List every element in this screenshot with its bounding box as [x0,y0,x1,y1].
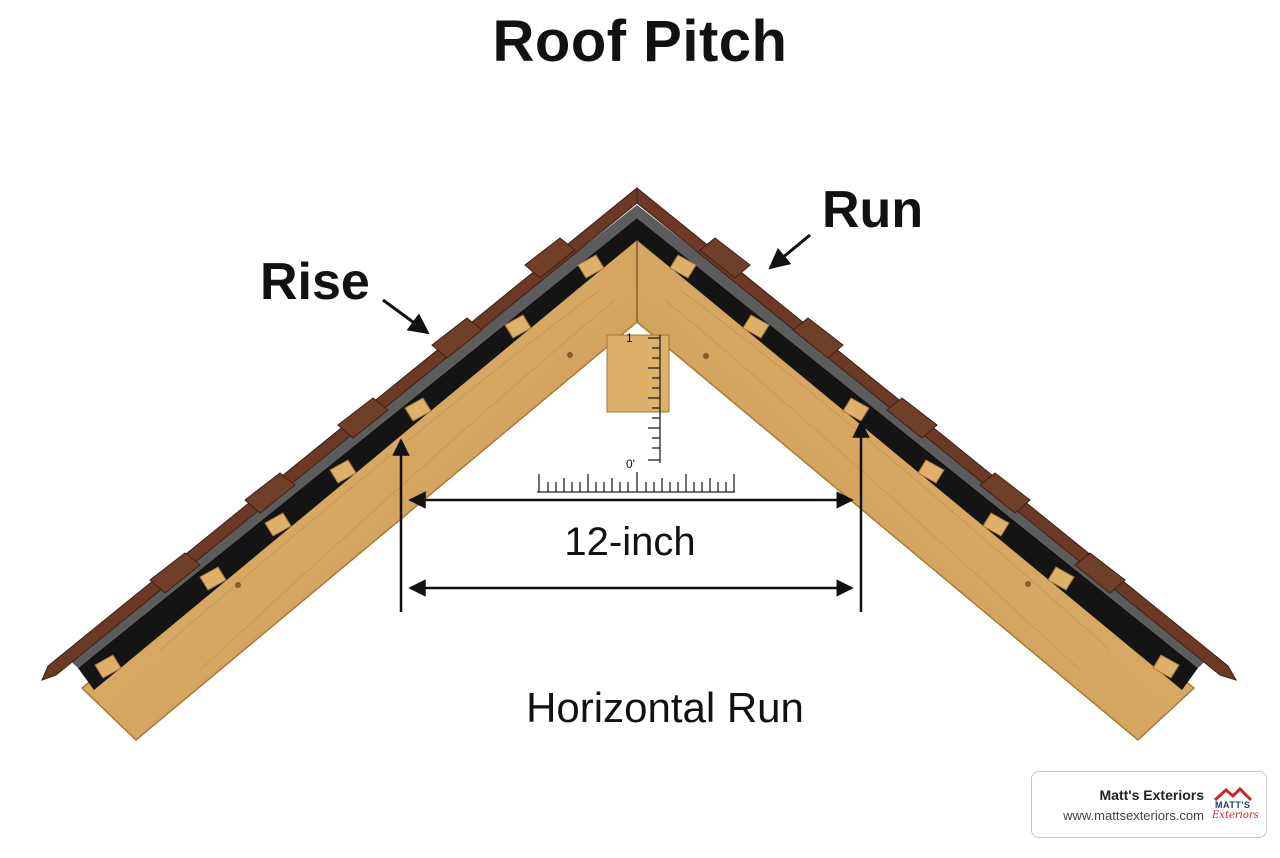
logo-top-text: MATT'S [1215,800,1251,810]
left-rafter [80,238,638,742]
brand-url[interactable]: www.mattsexteriors.com [1063,808,1204,823]
horizontal-ruler [537,472,735,493]
right-rafter [636,238,1196,741]
ruler-zero-label: 0' [626,457,635,471]
run-pointer-arrow [768,233,811,270]
logo-bottom-text: Exteriors [1212,810,1259,821]
rise-pointer-arrow [382,298,430,335]
vertical-ruler [648,335,661,463]
twelve-inch-label: 12-inch [564,520,696,564]
horizontal-run-label: Horizontal Run [526,684,804,731]
brand-name: Matt's Exteriors [1099,787,1204,803]
brand-badge[interactable]: Matt's Exteriors www.mattsexteriors.com … [1031,771,1267,838]
run-label: Run [822,181,924,239]
diagram-title: Roof Pitch [492,9,788,74]
underlayment-right [637,218,1198,690]
ruler-top-label: 1 [626,331,633,345]
brand-logo-icon: MATT'S Exteriors [1212,786,1259,826]
rise-label: Rise [260,253,370,311]
